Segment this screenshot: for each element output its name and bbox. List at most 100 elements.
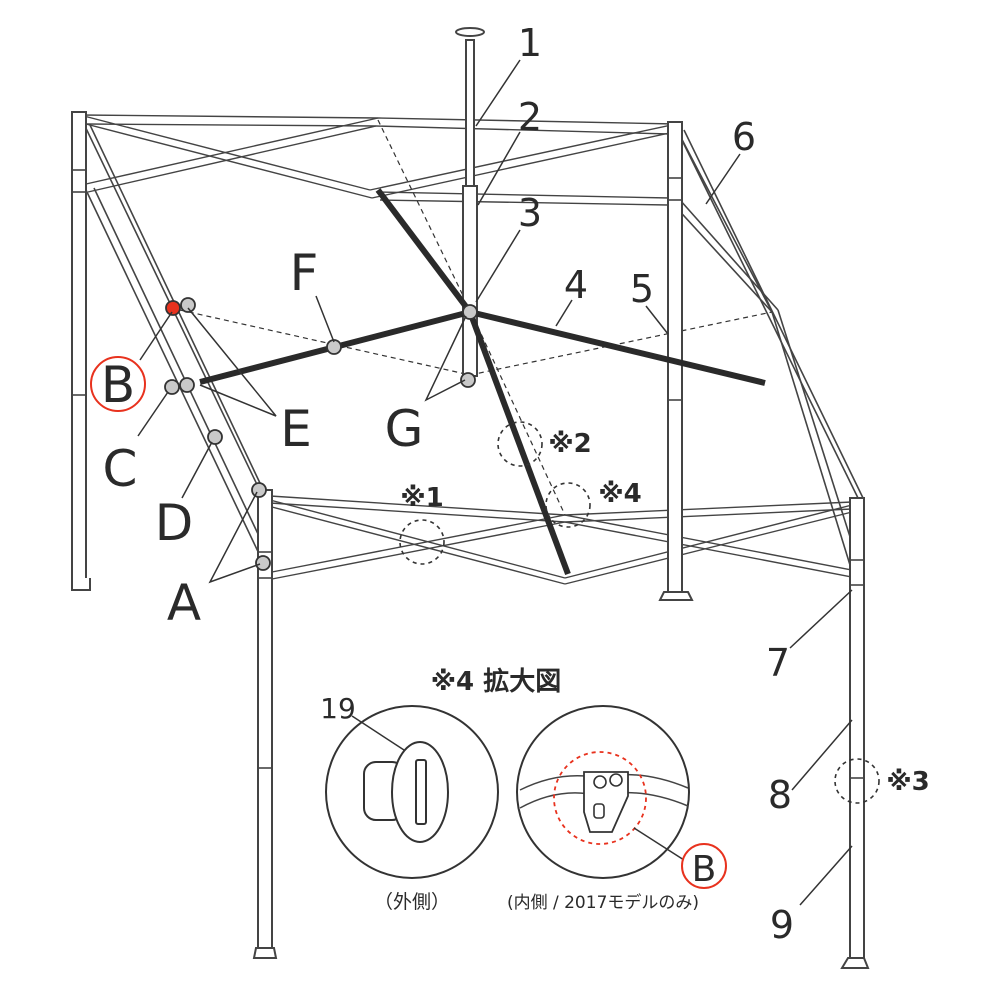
front-legs xyxy=(252,489,870,969)
detail-markers xyxy=(399,421,880,804)
front-rail xyxy=(269,495,566,516)
leader-9 xyxy=(799,845,853,906)
front-rail xyxy=(269,502,566,523)
front-rail xyxy=(564,521,853,578)
roof-rail xyxy=(85,117,379,185)
detail-title: ※4 拡大図 xyxy=(431,667,561,697)
detail-circle-2 xyxy=(497,421,543,467)
center-pole-lower xyxy=(462,185,478,377)
center-pole-upper xyxy=(465,39,475,191)
joint-a-lower xyxy=(255,555,271,571)
dashed-edge xyxy=(469,311,773,376)
leader-19 xyxy=(351,715,405,751)
leader-5 xyxy=(645,305,669,335)
label-g: G xyxy=(385,400,424,458)
dashed-edge xyxy=(179,309,471,376)
note-marks: ※1 ※2 ※3 ※4 xyxy=(400,429,929,797)
label-7: 7 xyxy=(766,641,790,685)
joint-d-marker xyxy=(207,429,223,445)
roof-rail xyxy=(377,191,671,199)
dashed-edge xyxy=(469,309,566,516)
leader-b xyxy=(139,311,173,361)
label-8: 8 xyxy=(768,773,792,817)
leg-foot xyxy=(252,947,278,959)
front-rail xyxy=(564,514,853,571)
roof-rail xyxy=(87,125,377,193)
right-scissor xyxy=(673,127,865,566)
outer-caption: （外側） xyxy=(374,891,450,913)
scissor-bar xyxy=(679,199,779,311)
roof-rail xyxy=(371,131,675,199)
joint-markers xyxy=(164,297,478,571)
label-1: 1 xyxy=(518,21,542,65)
front-rail xyxy=(564,508,853,523)
label-19: 19 xyxy=(320,692,356,725)
roof-dashed-outline xyxy=(179,119,773,516)
scissor-bar xyxy=(777,309,859,563)
note-1: ※1 xyxy=(400,483,443,513)
detail-circle-4 xyxy=(545,482,591,528)
leader-d xyxy=(181,441,213,499)
front-frame xyxy=(269,495,853,585)
leader-a xyxy=(208,491,261,584)
leader-f xyxy=(315,295,335,343)
front-rail xyxy=(271,514,566,573)
label-a: A xyxy=(167,574,201,632)
dashed-edge xyxy=(377,119,471,311)
note-3: ※3 xyxy=(886,767,929,797)
roof-rail xyxy=(379,199,669,206)
joint-c-marker xyxy=(164,379,180,395)
roof-frame xyxy=(79,114,677,206)
joint-a-upper xyxy=(251,482,267,498)
label-d: D xyxy=(155,494,194,552)
leader-2 xyxy=(477,131,521,206)
leader-1 xyxy=(475,59,521,127)
leg-foot xyxy=(71,578,91,591)
leader-e xyxy=(187,307,277,417)
joint-g-upper xyxy=(462,304,478,320)
detail-circle-1 xyxy=(399,519,445,565)
leader-g xyxy=(424,315,467,402)
label-9: 9 xyxy=(770,903,794,947)
bracket-slot xyxy=(593,803,605,819)
label-f: F xyxy=(290,244,319,302)
leader-lines xyxy=(137,59,853,906)
label-b: B xyxy=(101,356,135,414)
leader-c xyxy=(137,391,169,437)
leg-foot xyxy=(840,957,870,969)
leader-7 xyxy=(789,589,853,649)
detail-panel: ※4 拡大図 19 （外側） B (内側 / 2017モデルのみ) xyxy=(320,667,727,913)
inner-caption: (内側 / 2017モデルのみ) xyxy=(507,892,699,913)
label-e: E xyxy=(280,400,312,458)
front-rail xyxy=(269,499,566,579)
scissor-bar xyxy=(673,204,773,313)
bracket-hole xyxy=(593,775,607,789)
note-2: ※2 xyxy=(548,429,591,459)
front-rail xyxy=(271,521,566,580)
label-b2-ring xyxy=(681,843,727,889)
leader-3 xyxy=(475,229,521,303)
callout-labels: 1 2 3 4 5 6 7 8 9 B C D A E F G xyxy=(90,21,794,947)
label-2: 2 xyxy=(518,95,542,139)
detail-circle-3 xyxy=(834,758,880,804)
note-4: ※4 xyxy=(598,479,641,509)
front-rail xyxy=(564,511,853,585)
leader-6 xyxy=(705,153,741,205)
label-3: 3 xyxy=(518,191,542,235)
label-6: 6 xyxy=(732,115,756,159)
joint-e-upper xyxy=(180,297,196,313)
label-4: 4 xyxy=(564,263,588,307)
scissor-bar xyxy=(85,189,263,561)
scissor-bar xyxy=(771,311,851,566)
joint-b-marker xyxy=(165,300,181,316)
spoke-right xyxy=(469,309,766,386)
front-rail xyxy=(271,506,566,585)
cap-slot xyxy=(415,759,427,825)
bracket-hole xyxy=(609,773,623,787)
roof-rail xyxy=(375,125,671,135)
front-rail xyxy=(564,501,853,516)
leader-8 xyxy=(791,719,853,791)
scissor-bar xyxy=(675,127,859,499)
